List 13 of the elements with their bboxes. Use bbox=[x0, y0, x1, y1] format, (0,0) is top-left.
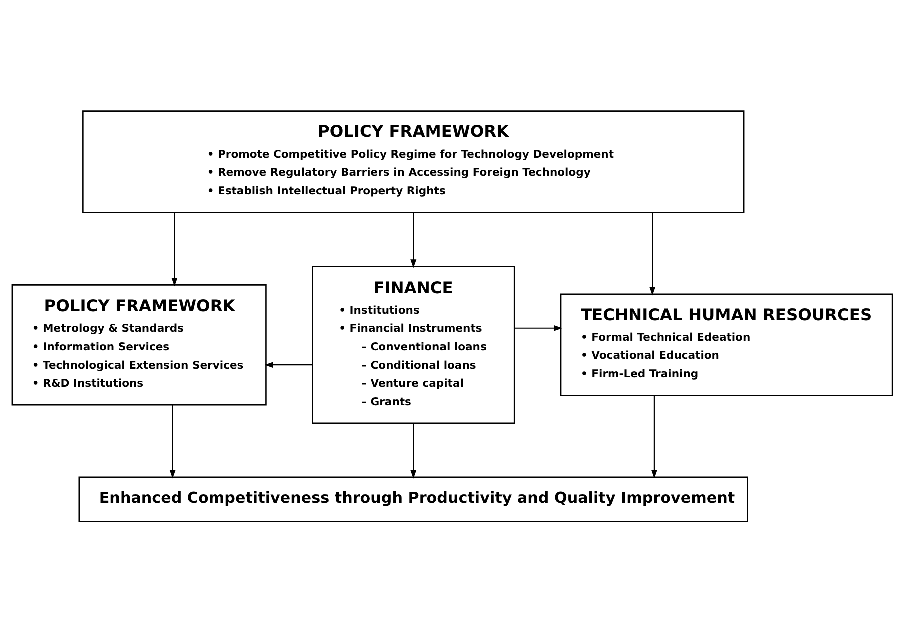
arrow bbox=[651, 396, 658, 479]
arrow bbox=[410, 213, 417, 268]
node-box: POLICY FRAMEWORK • Promote Competitive Policy Regime for Technology Development • Remove Regulatory Barriers in Accessing Foreign Technology • Establish Intellectual Property Rights bbox=[82, 110, 745, 214]
arrow bbox=[170, 405, 176, 479]
arrow bbox=[514, 325, 563, 332]
arrow bbox=[264, 362, 312, 368]
node-box: Enhanced Competitiveness through Productivity and Quality Improvement bbox=[78, 476, 748, 522]
arrow bbox=[410, 424, 417, 479]
node-box: FINANCE • Institutions • Financial Instruments – Conventional loans – Conditional loans – Venture capital – Grants bbox=[312, 266, 516, 424]
node-box: POLICY FRAMEWORK • Metrology & Standards • Information Services • Technological Extension Services • R&D Institutions bbox=[12, 284, 267, 406]
node-box: TECHNICAL HUMAN RESOURCES • Formal Technical Edeation • Vocational Education • Firm-Led Training bbox=[560, 294, 894, 397]
arrow bbox=[650, 213, 656, 296]
arrow bbox=[172, 213, 178, 287]
